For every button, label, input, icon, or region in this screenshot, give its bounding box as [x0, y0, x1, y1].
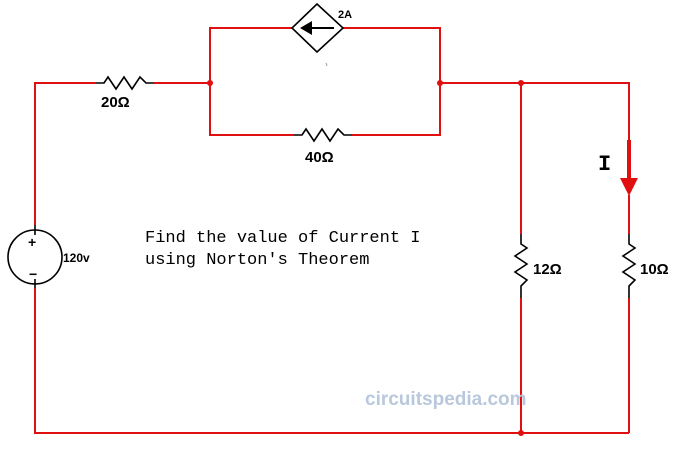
resistor-20-ohm	[96, 75, 154, 91]
junction-node-a	[207, 80, 213, 86]
resistor-12-ohm	[513, 234, 529, 298]
wire-source-bottom	[34, 288, 629, 434]
resistor-40-label: 40Ω	[305, 149, 334, 166]
source-minus-sign: −	[29, 266, 37, 282]
wire-bottom-branch-right	[352, 83, 441, 136]
wire-top-branch-right	[343, 27, 441, 83]
junction-node-d	[518, 430, 524, 436]
resistor-10-label: 10Ω	[640, 261, 669, 278]
watermark-text: circuitspedia.com	[365, 389, 527, 410]
source-voltage-label: 120v	[63, 251, 90, 265]
current-source-2a	[290, 2, 345, 67]
wire-bottom-branch-left	[209, 83, 294, 136]
question-line-1: Find the value of Current I	[145, 229, 420, 248]
resistor-40-ohm	[294, 127, 352, 143]
wire-node-b-right	[440, 82, 630, 140]
junctions	[207, 80, 524, 436]
resistor-10-ohm	[621, 234, 637, 298]
junction-node-b	[437, 80, 443, 86]
current-arrow	[620, 140, 638, 196]
wire-left-top	[34, 82, 96, 225]
junction-node-c	[518, 80, 524, 86]
wires	[34, 27, 630, 434]
resistor-12-label: 12Ω	[533, 261, 562, 278]
wire-top-branch-left	[209, 27, 292, 83]
source-plus-sign: +	[28, 234, 36, 250]
question-line-2: using Norton's Theorem	[145, 251, 369, 270]
current-source-label: 2A	[338, 9, 352, 21]
voltage-source-120v	[7, 225, 63, 288]
current-label: I	[598, 152, 611, 177]
resistor-20-label: 20Ω	[101, 94, 130, 111]
